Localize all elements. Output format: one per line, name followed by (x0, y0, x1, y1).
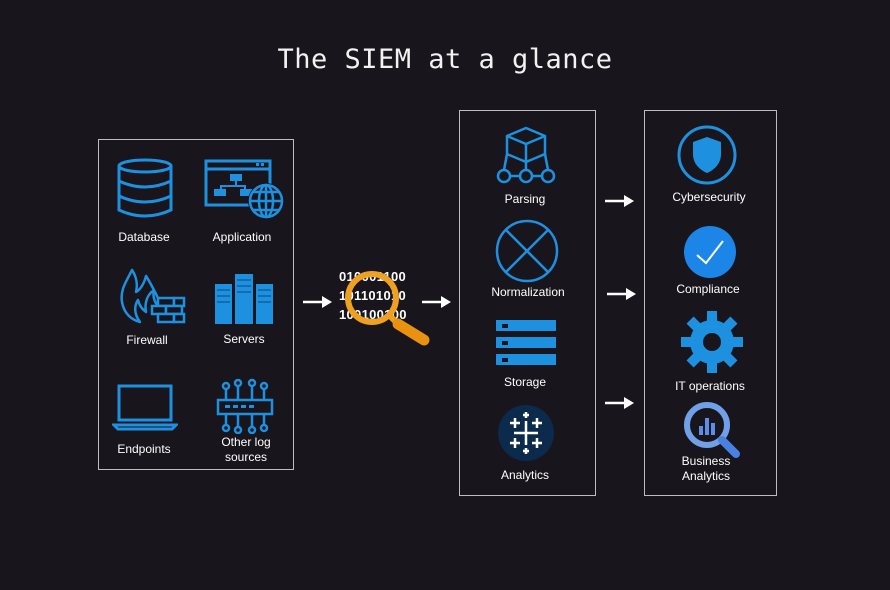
storage-icon (496, 320, 556, 365)
analytics-label: Analytics (500, 468, 550, 482)
shield-icon (677, 125, 737, 185)
normalization-label: Normalization (491, 285, 565, 299)
parsing-label: Parsing (504, 192, 546, 206)
arrow-right-icon (422, 296, 451, 308)
arrow-right-icon (607, 288, 636, 300)
arrow-right-icon (303, 296, 332, 308)
storage-label: Storage (503, 375, 547, 389)
processing-box (459, 110, 596, 496)
normalization-icon (495, 219, 559, 283)
servers-label: Servers (223, 332, 265, 346)
gear-icon (681, 311, 743, 373)
other-log-label-line1: Other log (221, 435, 271, 449)
compliance-label: Compliance (676, 282, 740, 296)
arrow-right-icon (605, 397, 634, 409)
sources-box (98, 139, 294, 470)
chip-icon (216, 378, 274, 434)
database-label: Database (118, 230, 170, 244)
business-analytics-label-line2: Analytics (681, 469, 731, 483)
business-analytics-icon (684, 402, 740, 458)
it-operations-label: IT operations (675, 379, 745, 393)
analytics-icon (498, 405, 554, 461)
arrow-right-icon (605, 195, 634, 207)
business-analytics-label-line1: Business (681, 454, 731, 468)
other-log-label-line2: sources (224, 450, 268, 464)
database-icon (117, 158, 173, 218)
application-icon (204, 159, 284, 219)
outcomes-box (644, 110, 777, 496)
endpoints-label: Endpoints (117, 442, 171, 456)
servers-icon (215, 274, 273, 324)
magnifier-icon (345, 271, 430, 346)
parsing-icon (496, 126, 556, 184)
cybersecurity-label: Cybersecurity (672, 190, 746, 204)
page-title: The SIEM at a glance (277, 44, 613, 75)
binary-line-2: 101101010 (339, 288, 407, 303)
firewall-icon (120, 268, 186, 324)
checkmark-icon (684, 226, 736, 278)
laptop-icon (112, 384, 178, 431)
firewall-label: Firewall (126, 333, 168, 347)
application-label: Application (212, 230, 272, 244)
